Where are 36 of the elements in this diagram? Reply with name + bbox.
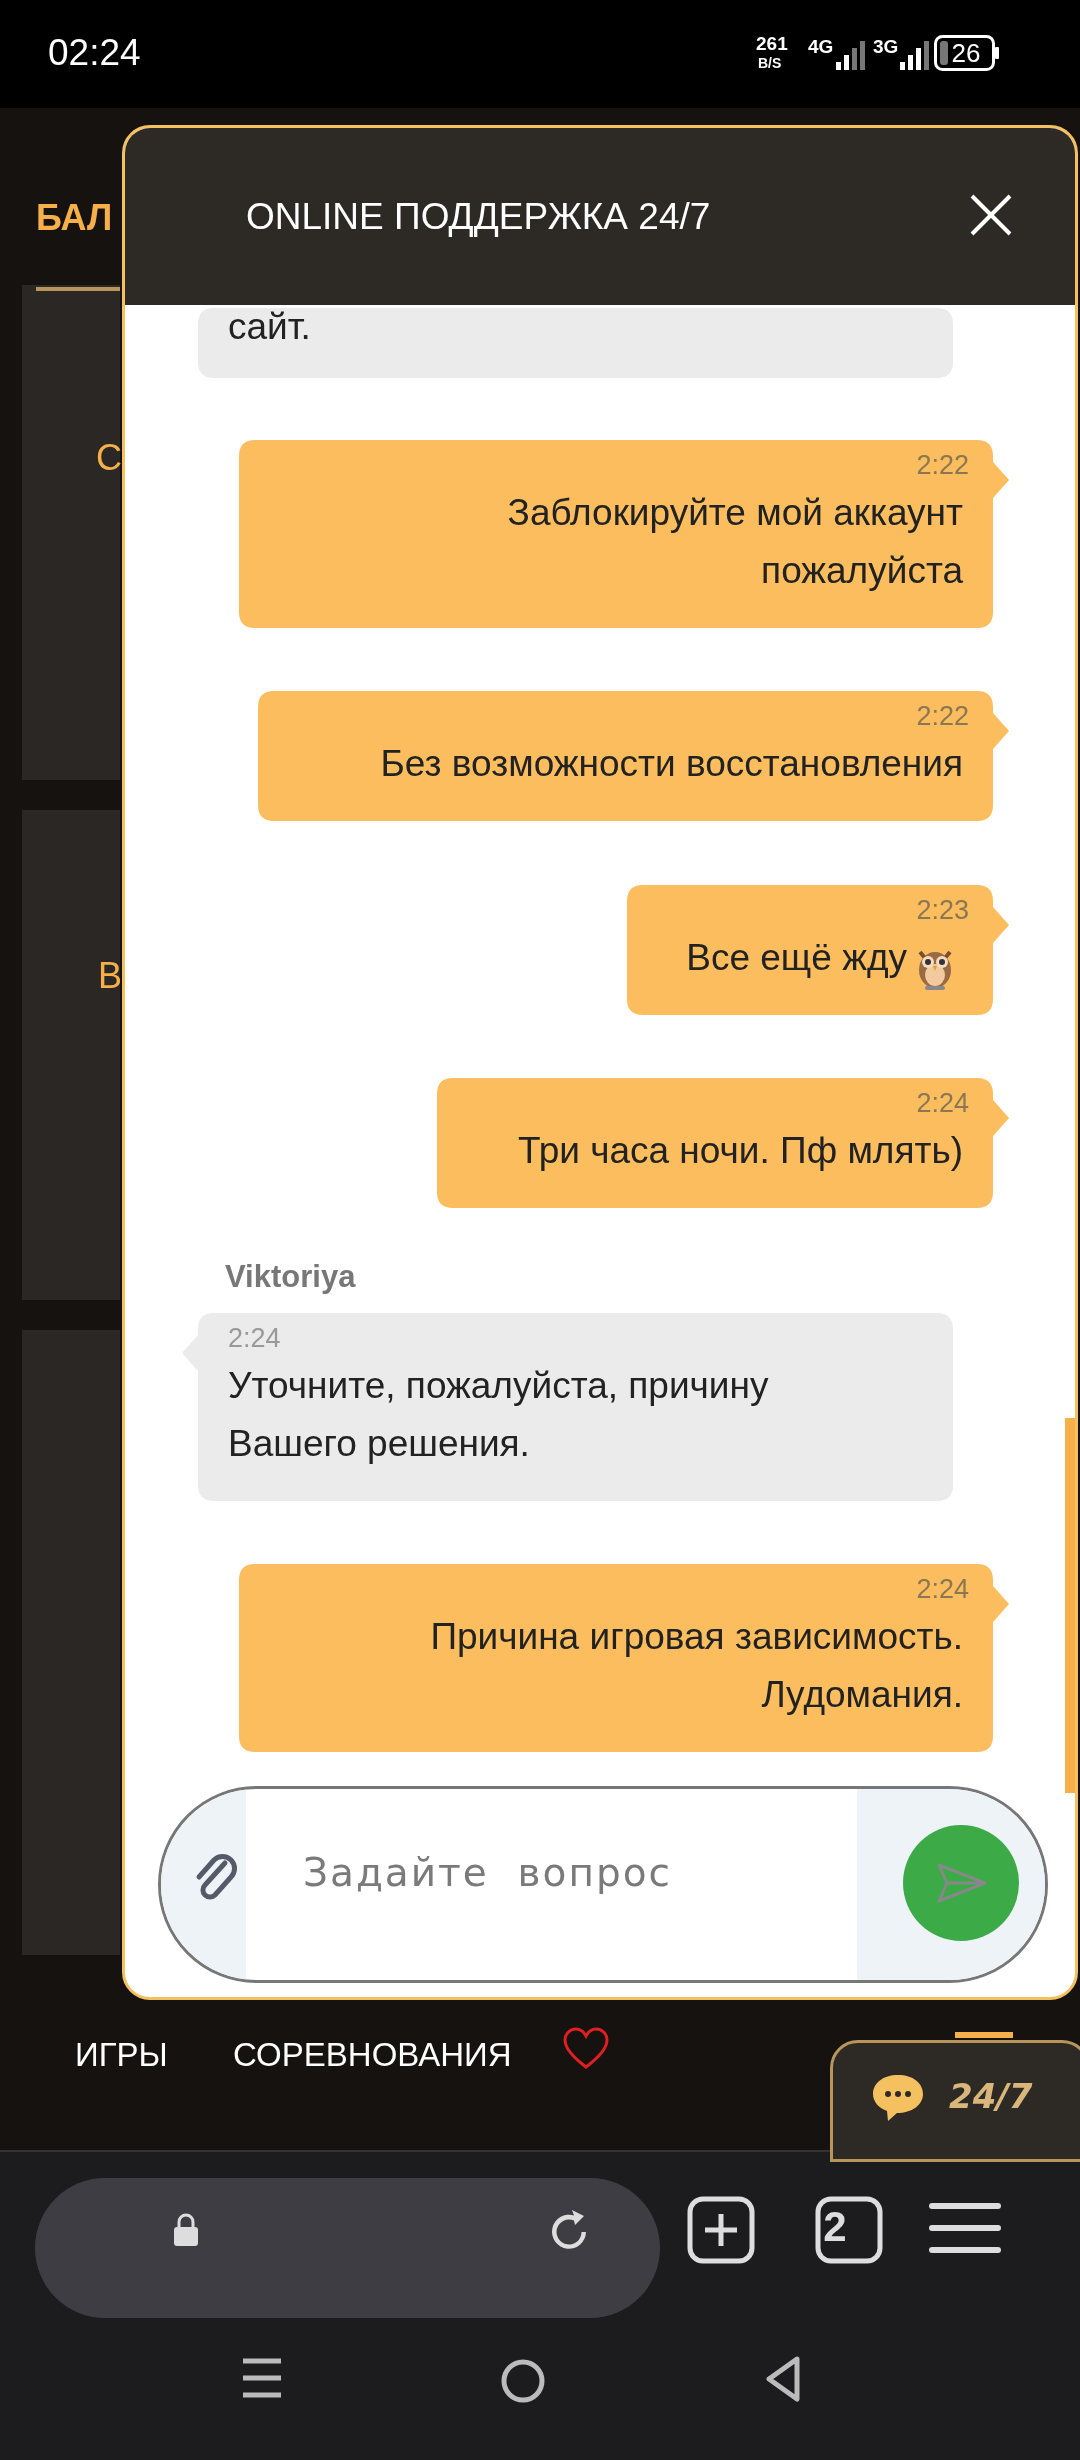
message-time: 2:23 (916, 897, 969, 924)
support-hours: 24/7 (949, 2079, 1033, 2113)
message-time: 2:24 (916, 1576, 969, 1603)
chat-window (122, 125, 1078, 2000)
message-text: Без возможности восстановления (380, 742, 963, 786)
message-bubble (437, 1078, 1009, 1208)
message-text: Уточните, пожалуйста, причину Вашего решения. (228, 1364, 770, 1466)
nav-link: СОРЕВНОВАНИЯ (233, 2038, 512, 2071)
battery-level: 26 (950, 40, 982, 66)
message-bubble (258, 691, 1009, 821)
message-text: Заблокируйте мой аккаунт пожалуйста (506, 491, 963, 593)
sender-name: Viktoriya (225, 1261, 356, 1292)
menu-item-text: С (96, 440, 122, 476)
message-bubble (239, 440, 1009, 628)
message-text: Все ещё жду (686, 936, 907, 980)
network-type: 3G (873, 37, 899, 56)
message-text: сайт. (228, 305, 311, 349)
message-time: 2:24 (228, 1325, 281, 1352)
message-text: Причина игровая зависимость. Лудомания. (429, 1615, 963, 1717)
message-time: 2:24 (916, 1090, 969, 1117)
message-bubble (239, 1564, 1009, 1752)
section-heading: БАЛ (36, 200, 113, 236)
message-time: 2:22 (916, 452, 969, 479)
clock-time: 02:24 (48, 34, 141, 71)
network-speed-unit: B/S (758, 56, 782, 70)
message-time: 2:22 (916, 703, 969, 730)
network-type: 4G (808, 37, 834, 56)
menu-item-text: В (98, 958, 122, 994)
nav-link: ИГРЫ (75, 2038, 168, 2071)
message-bubble (627, 885, 1009, 1015)
support-chat-button (830, 2040, 1080, 2162)
tab-count: 2 (822, 2206, 848, 2248)
network-speed: 261 (756, 34, 788, 53)
input-placeholder: Задайте вопрос (303, 1853, 673, 1892)
chat-title: ONLINE ПОДДЕРЖКА 24/7 (246, 198, 711, 235)
message-text: Три часа ночи. Пф млять) (518, 1129, 963, 1173)
